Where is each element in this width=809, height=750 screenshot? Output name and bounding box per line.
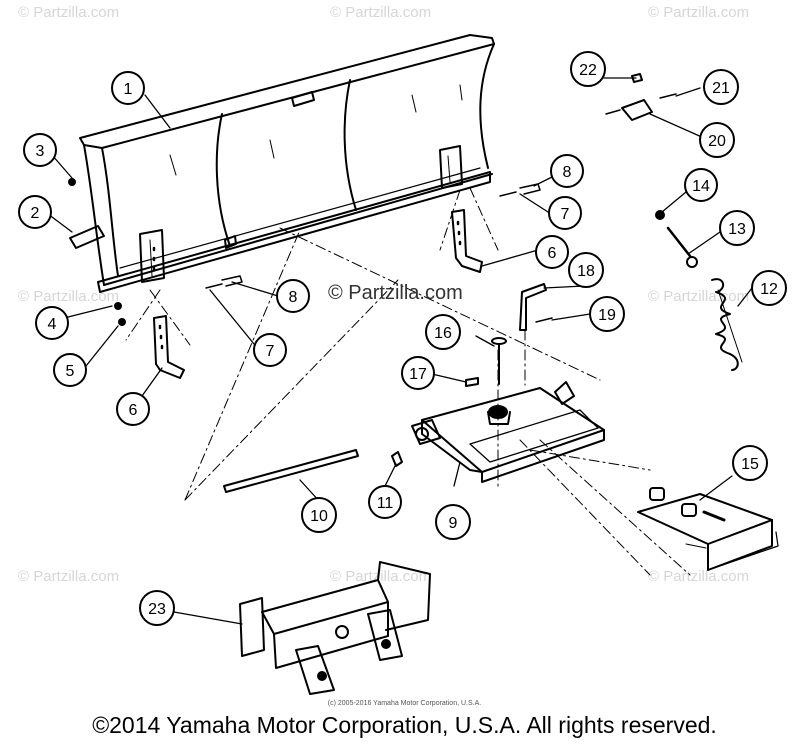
- small-copyright: (c) 2005-2016 Yamaha Motor Corporation, …: [327, 700, 482, 707]
- callout-16: 16: [434, 325, 452, 342]
- footer-copyright: ©2014 Yamaha Motor Corporation, U.S.A. A…: [92, 712, 717, 738]
- watermark: © Partzilla.com: [330, 4, 432, 21]
- callout-18: 18: [577, 263, 595, 280]
- callout-23: 23: [148, 601, 166, 618]
- callout-19: 19: [598, 307, 616, 324]
- callout-6: 6: [129, 402, 138, 419]
- callout-13: 13: [728, 221, 746, 238]
- watermark: © Partzilla.com: [648, 4, 750, 21]
- watermark: © Partzilla.com: [648, 568, 750, 585]
- plow-frame: [411, 381, 605, 483]
- watermark: © Partzilla.com: [330, 568, 432, 585]
- callout-7: 7: [266, 343, 275, 360]
- center-watermark: © Partzilla.com: [328, 282, 463, 304]
- callout-5: 5: [66, 363, 75, 380]
- callout-8: 8: [289, 289, 298, 306]
- watermark: © Partzilla.com: [18, 288, 120, 305]
- callout-12: 12: [760, 281, 778, 298]
- callout-22: 22: [579, 62, 597, 79]
- callout-2: 2: [31, 205, 40, 222]
- watermark: © Partzilla.com: [18, 568, 120, 585]
- callout-15: 15: [741, 456, 759, 473]
- callout-4: 4: [48, 316, 57, 333]
- callout-9: 9: [449, 515, 458, 532]
- callout-14: 14: [692, 178, 710, 195]
- callout-10: 10: [310, 508, 328, 525]
- callout-11: 11: [377, 495, 394, 512]
- watermark: © Partzilla.com: [18, 4, 120, 21]
- channel-bracket: [637, 487, 779, 571]
- callout-numbers: 1 2 3 4 5 6 7 8 6 7 8 9 10 11 12 13 14 1…: [31, 62, 778, 618]
- callout-8-right: 8: [563, 164, 572, 181]
- callout-20: 20: [708, 133, 726, 150]
- callout-7-right: 7: [561, 206, 570, 223]
- plow-blade: [79, 34, 495, 293]
- mount-bracket: [239, 561, 431, 695]
- callout-1: 1: [124, 81, 133, 98]
- callout-17: 17: [409, 366, 427, 383]
- spring: [711, 278, 743, 371]
- callout-6-right: 6: [548, 245, 557, 262]
- callout-circles: [18, 51, 787, 626]
- callout-3: 3: [36, 143, 45, 160]
- callout-21: 21: [712, 80, 730, 97]
